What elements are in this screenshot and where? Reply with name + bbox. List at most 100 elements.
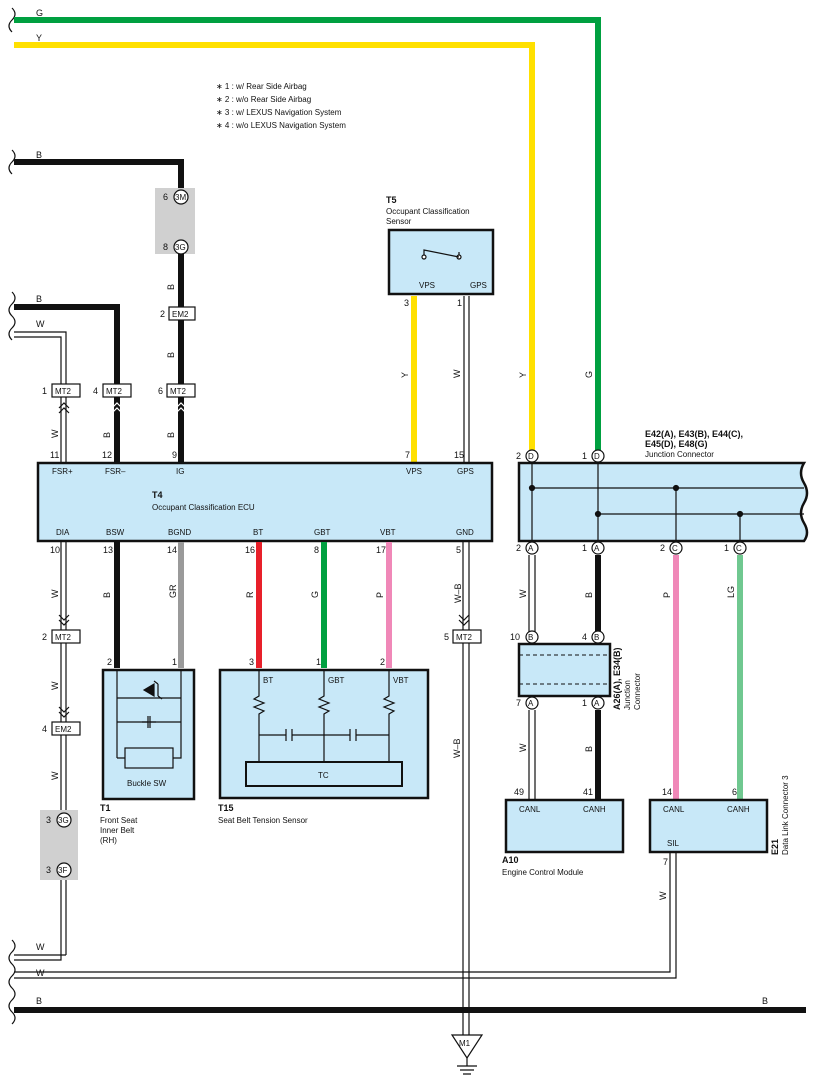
svg-text:10: 10 [50,545,60,555]
wire-w-gps [463,296,470,462]
wire-y-top [14,42,535,450]
conn-3g-pin: 8 [163,242,168,252]
svg-text:B: B [584,746,594,752]
svg-text:49: 49 [514,787,524,797]
svg-text:BGND: BGND [168,528,191,537]
svg-text:MT2: MT2 [456,633,473,642]
t5-pin-gps: 1 [457,298,462,308]
svg-text:10: 10 [510,632,520,642]
svg-text:17: 17 [376,545,386,555]
svg-text:VBT: VBT [393,676,409,685]
t5-code: T5 [386,195,397,205]
svg-text:E21: E21 [770,839,780,855]
svg-text:A: A [594,544,600,553]
wire-break-marks [8,7,16,1025]
wire-g [14,17,601,450]
note-4: ∗ 4 : w/o LEXUS Navigation System [216,121,346,130]
svg-text:D: D [528,452,534,461]
svg-text:FSR–: FSR– [105,467,126,476]
svg-text:2: 2 [660,543,665,553]
svg-text:15: 15 [454,450,464,460]
svg-text:IG: IG [176,467,184,476]
t5-vps: VPS [419,281,435,290]
wire-b-ig [14,159,184,462]
svg-text:16: 16 [245,545,255,555]
t1-internals [116,670,182,759]
jc2-code: A26(A), E34(B) [612,647,622,710]
svg-text:3G: 3G [58,816,69,825]
conn-mt2-c-id: MT2 [170,387,187,396]
svg-text:14: 14 [662,787,672,797]
jc-pin-c1 [669,541,683,555]
jc-pin-a1 [525,541,539,555]
conn-mt2-gnd [452,629,482,644]
svg-text:P: P [662,592,672,598]
wire-w-sil [14,852,677,979]
svg-text:3: 3 [249,657,254,667]
junction-line1: E42(A), E43(B), E44(C), [645,429,743,439]
svg-text:3: 3 [46,865,51,875]
label-g: G [36,8,43,18]
svg-text:B: B [594,633,599,642]
label-g-vert: G [584,371,594,378]
label-w-v3: W [50,681,60,690]
label-y-vps: Y [400,372,410,378]
conn-mt2-c [166,383,196,398]
jc2-pin-b1 [525,630,539,644]
pin-3m [173,189,189,205]
t5-name1: Occupant Classification [386,207,470,216]
svg-text:CANH: CANH [583,805,606,814]
svg-text:GPS: GPS [457,467,474,476]
svg-text:2: 2 [516,451,521,461]
junction-line2: E45(D), E48(G) [645,439,708,449]
svg-text:2: 2 [380,657,385,667]
svg-text:1: 1 [316,657,321,667]
svg-text:W: W [518,589,528,598]
t5-pin-vps: 3 [404,298,409,308]
svg-text:4: 4 [42,724,47,734]
conn-mt2-a [51,383,81,398]
svg-text:Buckle SW: Buckle SW [127,779,167,788]
label-w-v4: W [50,771,60,780]
t5-name2: Sensor [386,217,412,226]
label-w-gps: W [452,369,462,378]
wire-b-fsr [14,304,120,462]
label-b-v2: B [166,352,176,358]
svg-text:1: 1 [582,451,587,461]
svg-text:W: W [36,942,45,952]
svg-text:SIL: SIL [667,839,680,848]
conn-em2-b [51,721,81,736]
label-b-v1: B [166,284,176,290]
svg-text:A: A [528,544,534,553]
svg-text:7: 7 [516,698,521,708]
conn-3m-pin: 6 [163,192,168,202]
svg-text:Seat Belt Tension Sensor: Seat Belt Tension Sensor [218,816,308,825]
conn-em2-top [168,306,196,321]
dlc-e21 [648,798,769,854]
note-1: ∗ 1 : w/ Rear Side Airbag [216,82,307,91]
svg-text:W: W [36,968,45,978]
svg-text:C: C [672,544,678,553]
sensor-t5 [387,228,495,296]
pin-3f [56,862,72,878]
svg-text:A10: A10 [502,855,519,865]
svg-text:14: 14 [167,545,177,555]
svg-text:8: 8 [314,545,319,555]
svg-text:6: 6 [732,787,737,797]
svg-text:B: B [36,996,42,1006]
conn-mt2-c-pin: 6 [158,386,163,396]
wire-w-fsr-inner [14,336,62,462]
pin-3g-top [173,239,189,255]
svg-text:11: 11 [50,450,59,460]
svg-text:CANH: CANH [727,805,750,814]
svg-text:CANL: CANL [519,805,541,814]
t15-internals [252,670,396,762]
tc-block [245,761,403,787]
svg-text:1: 1 [724,543,729,553]
jc2-pin-b2 [591,630,605,644]
label-b-2: B [36,294,42,304]
svg-text:Connector: Connector [633,673,642,710]
svg-text:5: 5 [456,545,461,555]
